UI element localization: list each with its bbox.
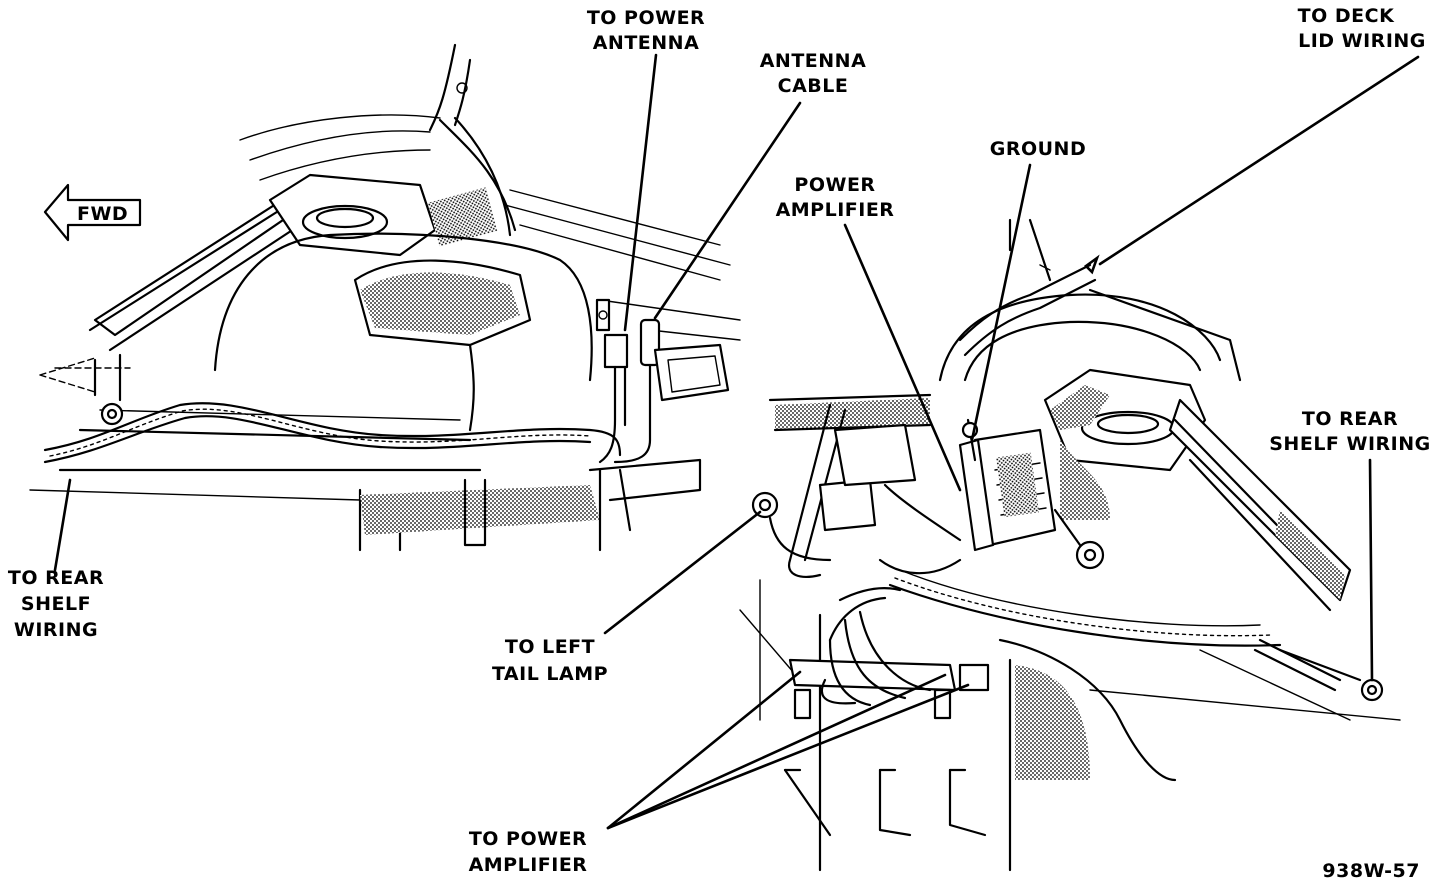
label-to-left-tail-lamp-line2: TAIL LAMP <box>492 663 608 685</box>
leader-lines <box>53 53 1420 830</box>
label-to-rear-shelf-left-line2: SHELF <box>21 593 91 615</box>
label-to-power-antenna-line1: TO POWER <box>587 7 705 29</box>
label-to-rear-shelf-left-line1: TO REAR <box>8 567 104 589</box>
label-to-power-amplifier-line2: AMPLIFIER <box>469 854 588 876</box>
label-power-amplifier-line2: AMPLIFIER <box>776 199 895 221</box>
left-quarter-panel-illustration <box>29 43 741 552</box>
forward-arrow-icon: FWD <box>43 183 142 242</box>
label-ground: GROUND <box>990 138 1086 160</box>
label-to-deck-lid-line2: LID WIRING <box>1298 30 1426 52</box>
label-to-power-antenna-line2: ANTENNA <box>593 32 700 54</box>
label-antenna-cable-line2: CABLE <box>778 75 849 97</box>
fwd-label: FWD <box>77 203 128 225</box>
callout-labels: TO POWER ANTENNA ANTENNA CABLE TO DECK L… <box>8 5 1431 882</box>
label-to-power-amplifier-line1: TO POWER <box>469 828 587 850</box>
figure-id: 938W-57 <box>1322 860 1420 882</box>
label-to-rear-shelf-left-line3: WIRING <box>14 619 98 641</box>
label-to-deck-lid-line1: TO DECK <box>1298 5 1395 27</box>
label-to-rear-shelf-right-line1: TO REAR <box>1302 408 1398 430</box>
label-antenna-cable-line1: ANTENNA <box>760 50 867 72</box>
label-to-left-tail-lamp-line1: TO LEFT <box>505 636 595 658</box>
right-trunk-illustration <box>739 218 1401 872</box>
label-to-rear-shelf-right-line2: SHELF WIRING <box>1269 433 1431 455</box>
label-power-amplifier-line1: POWER <box>794 174 875 196</box>
